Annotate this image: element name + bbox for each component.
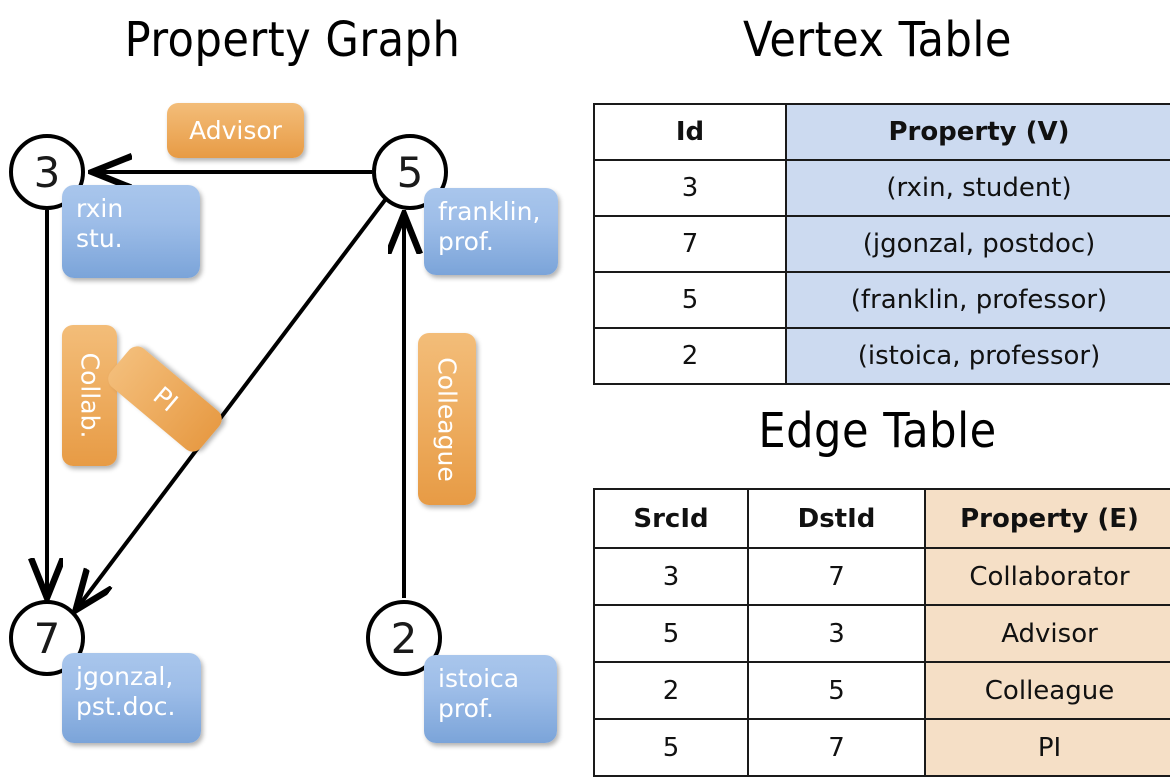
graph-edge-label-colleague: Colleague — [418, 333, 476, 505]
edge-table-row[interactable]: 5 7 PI — [593, 718, 1170, 777]
vertex-table-cell-id: 5 — [593, 271, 787, 329]
graph-node-property-5-line1: franklin, — [438, 197, 541, 226]
graph-node-property-2: istoica prof. — [424, 655, 557, 743]
graph-node-property-5-line2: prof. — [438, 226, 494, 256]
edge-table-cell-dstid: 3 — [747, 604, 926, 663]
edge-table-cell-dstid: 7 — [747, 547, 926, 606]
edge-table-cell-property: Collaborator — [924, 547, 1170, 606]
vertex-table-cell-property: (rxin, student) — [785, 159, 1170, 217]
graph-edges-layer — [0, 0, 585, 760]
graph-node-5[interactable]: 5 — [372, 134, 448, 210]
graph-edge-label-collab-text: Collab. — [75, 352, 104, 439]
graph-node-property-3-line2: stu. — [76, 223, 123, 253]
edge-table: SrcId DstId Property (E) 3 7 Collaborato… — [593, 488, 1170, 777]
edge-table-cell-property: PI — [924, 718, 1170, 777]
edge-table-header-property: Property (E) — [924, 488, 1170, 549]
edge-table-cell-srcid: 3 — [593, 547, 749, 606]
page-title-edge-table: Edge Table — [758, 403, 997, 459]
vertex-table-header-id: Id — [593, 103, 787, 161]
graph-edge-label-advisor: Advisor — [167, 103, 304, 158]
vertex-table-cell-property: (istoica, professor) — [785, 327, 1170, 385]
edge-table-cell-srcid: 2 — [593, 661, 749, 720]
vertex-table-row[interactable]: 3 (rxin, student) — [593, 159, 1170, 217]
graph-node-property-5: franklin, prof. — [424, 188, 558, 275]
property-graph-canvas: 3 5 7 2 rxin stu. franklin, prof. jgonza… — [0, 0, 585, 760]
graph-node-property-3-line1: rxin — [76, 194, 124, 223]
edge-table-cell-srcid: 5 — [593, 604, 749, 663]
graph-node-property-7-line2: pst.doc. — [76, 691, 176, 721]
vertex-table-cell-id: 7 — [593, 215, 787, 273]
graph-node-property-7-line1: jgonzal, — [76, 662, 174, 691]
page-title-vertex-table: Vertex Table — [743, 12, 1012, 68]
vertex-table-cell-id: 3 — [593, 159, 787, 217]
graph-edge-label-pi-text: PI — [147, 380, 183, 418]
edge-table-header-srcid: SrcId — [593, 488, 749, 549]
graph-edge-label-collab: Collab. — [62, 325, 117, 466]
edge-table-header-dstid: DstId — [747, 488, 926, 549]
graph-node-2[interactable]: 2 — [366, 600, 442, 676]
graph-node-property-2-line1: istoica — [438, 664, 520, 693]
edge-table-row[interactable]: 3 7 Collaborator — [593, 547, 1170, 606]
vertex-table-header-property: Property (V) — [785, 103, 1170, 161]
graph-node-property-3: rxin stu. — [62, 185, 200, 278]
edge-table-cell-property: Colleague — [924, 661, 1170, 720]
graph-node-property-2-line2: prof. — [438, 693, 494, 723]
edge-table-cell-dstid: 5 — [747, 661, 926, 720]
edge-table-cell-property: Advisor — [924, 604, 1170, 663]
edge-table-row[interactable]: 5 3 Advisor — [593, 604, 1170, 663]
vertex-table: Id Property (V) 3 (rxin, student) 7 (jgo… — [593, 103, 1170, 385]
graph-edge-5-to-7 — [78, 198, 387, 607]
vertex-table-row[interactable]: 5 (franklin, professor) — [593, 271, 1170, 329]
graph-edge-label-advisor-text: Advisor — [189, 116, 282, 145]
page-title-property-graph: Property Graph — [124, 12, 461, 68]
vertex-table-cell-property: (jgonzal, postdoc) — [785, 215, 1170, 273]
graph-node-property-7: jgonzal, pst.doc. — [62, 653, 201, 743]
edge-table-row[interactable]: 2 5 Colleague — [593, 661, 1170, 720]
vertex-table-header-row: Id Property (V) — [593, 103, 1170, 161]
edge-table-header-row: SrcId DstId Property (E) — [593, 488, 1170, 549]
edge-table-cell-srcid: 5 — [593, 718, 749, 777]
vertex-table-cell-property: (franklin, professor) — [785, 271, 1170, 329]
graph-edge-label-colleague-text: Colleague — [432, 356, 462, 482]
vertex-table-cell-id: 2 — [593, 327, 787, 385]
vertex-table-row[interactable]: 2 (istoica, professor) — [593, 327, 1170, 385]
edge-table-cell-dstid: 7 — [747, 718, 926, 777]
vertex-table-row[interactable]: 7 (jgonzal, postdoc) — [593, 215, 1170, 273]
